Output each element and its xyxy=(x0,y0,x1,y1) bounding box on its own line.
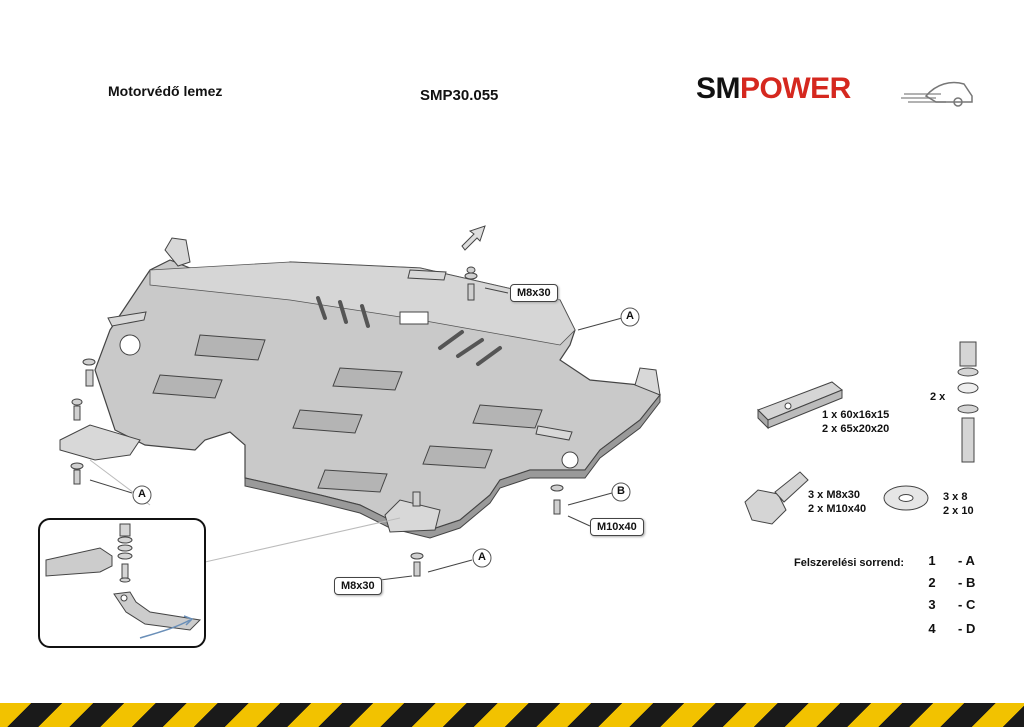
part-hex-bolt xyxy=(744,471,809,525)
brand-logo: SMPOWER xyxy=(696,72,976,108)
bolt-spec-m10x40: M10x40 xyxy=(590,518,644,536)
skid-plate xyxy=(59,237,661,539)
bolt-spec-m8x30-bottom: M8x30 xyxy=(334,577,382,595)
brand-logo-sm: SM xyxy=(696,72,741,105)
hazard-stripe-footer xyxy=(0,703,1024,727)
part-washer xyxy=(883,485,929,511)
sequence-step-letter: - C xyxy=(958,597,976,612)
part-nut-stack xyxy=(957,341,979,463)
washer-spec-2: 2 x 10 xyxy=(943,505,974,517)
bolt-spec-1: 3 x M8x30 xyxy=(808,489,860,501)
detail-inset-drawing xyxy=(45,523,202,639)
fasteners xyxy=(70,266,564,577)
plate-spec-2: 2 x 65x20x20 xyxy=(822,423,890,435)
plate-spec-1: 1 x 60x16x15 xyxy=(822,409,890,421)
sequence-step-number: 2 xyxy=(928,575,936,590)
callout-a-top: A xyxy=(626,310,634,322)
callout-a-bottom: A xyxy=(478,551,486,563)
callout-b: B xyxy=(617,485,625,497)
front-direction-arrow-icon xyxy=(461,225,486,251)
sequence-step-letter: - D xyxy=(958,621,976,636)
assembly-diagram xyxy=(59,225,979,581)
sequence-step-number: 1 xyxy=(928,553,936,568)
car-silhouette-icon xyxy=(901,81,973,107)
sequence-label: Felszerelési sorrend: xyxy=(794,557,905,569)
sequence-step-letter: - A xyxy=(958,553,975,568)
part-spacer-plate xyxy=(757,381,843,430)
bolt-spec-m8x30-top: M8x30 xyxy=(510,284,558,302)
part-code: SMP30.055 xyxy=(420,87,499,104)
brand-logo-power: POWER xyxy=(740,72,851,105)
sequence-step-letter: - B xyxy=(958,575,976,590)
washer-spec-1: 3 x 8 xyxy=(943,491,968,503)
detail-inset xyxy=(38,518,206,648)
bolt-spec-2: 2 x M10x40 xyxy=(808,503,867,515)
nut-quantity: 2 x xyxy=(930,391,946,403)
sequence-step-number: 3 xyxy=(928,597,936,612)
callout-a-left: A xyxy=(138,488,146,500)
leader-lines xyxy=(89,287,623,581)
sequence-step-number: 4 xyxy=(928,621,936,636)
callout-circles xyxy=(132,307,640,568)
document-title: Motorvédő lemez xyxy=(108,83,223,99)
